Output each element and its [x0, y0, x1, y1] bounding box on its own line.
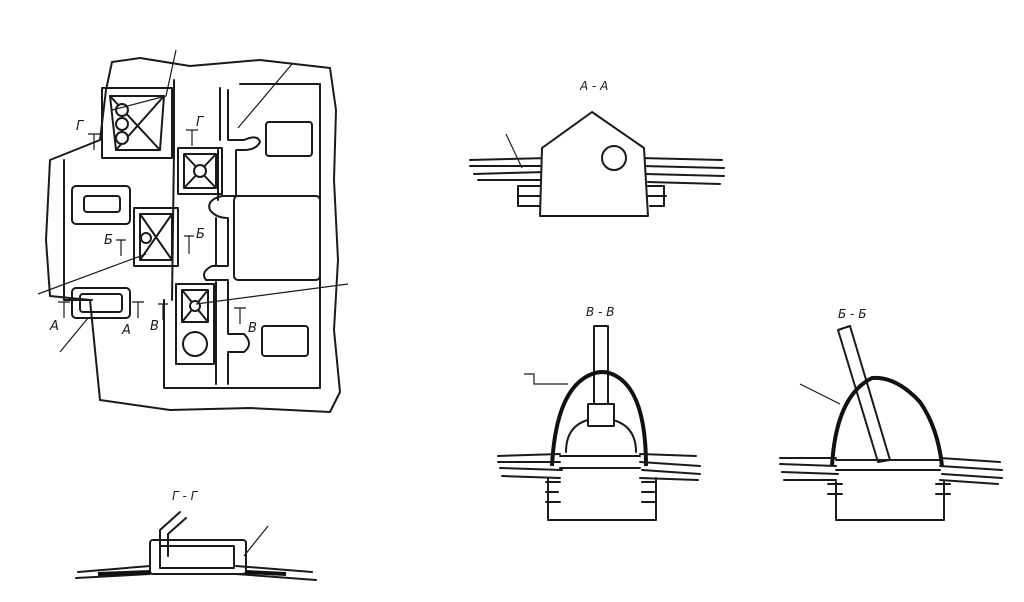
- bracket: [539, 111, 649, 217]
- section-marker: В: [150, 303, 168, 334]
- bolt-icon: [193, 164, 207, 178]
- section-marker: Б: [184, 227, 205, 254]
- left-slot-upper: [71, 185, 131, 225]
- plan-view: Г Г Б Б А А В В: [37, 49, 349, 413]
- central-channel: [203, 89, 261, 385]
- left-slot-lower: [71, 287, 131, 319]
- svg-text:В: В: [150, 319, 159, 334]
- plan-outline: [45, 57, 341, 413]
- section-marker: Б: [104, 233, 126, 256]
- ring-icon: [115, 117, 129, 131]
- handle: [159, 511, 187, 557]
- svg-text:А: А: [121, 323, 131, 338]
- cover-shell: [830, 375, 944, 467]
- leader-line: [59, 317, 89, 353]
- clamp-box: [149, 539, 247, 575]
- right-slot-lower: [261, 325, 309, 357]
- rod: [837, 325, 891, 463]
- hole-icon: [182, 331, 208, 357]
- svg-text:Б: Б: [104, 233, 113, 248]
- center-plate: [133, 207, 179, 267]
- section-vv: В - В: [497, 305, 701, 521]
- section-marker: А: [121, 301, 144, 338]
- section-aa: А - А: [469, 79, 725, 217]
- svg-text:Г: Г: [196, 115, 205, 130]
- section-title-aa: А - А: [579, 79, 608, 93]
- ring-icon: [115, 131, 129, 145]
- right-panel: [233, 195, 321, 281]
- leader-line: [799, 383, 841, 405]
- leader-line: [37, 253, 147, 295]
- bolt-icon: [189, 300, 201, 312]
- svg-text:В: В: [248, 321, 257, 336]
- section-marker: Г: [76, 119, 100, 150]
- top-left-plate: [101, 87, 173, 159]
- hole-icon: [601, 145, 627, 171]
- cover-arch: [550, 370, 648, 467]
- bolt-icon: [140, 232, 152, 244]
- section-title-gg: Г - Г: [172, 489, 199, 503]
- section-title-vv: В - В: [586, 305, 614, 319]
- leader-line: [237, 63, 293, 129]
- leader-line: [524, 373, 568, 385]
- bolt-plate-upper: [177, 147, 223, 195]
- bolt-plate-lower: [175, 283, 215, 365]
- svg-text:Б: Б: [196, 227, 205, 242]
- svg-text:А: А: [49, 319, 59, 334]
- rod: [593, 325, 609, 405]
- leader-line: [111, 49, 177, 111]
- section-marker: В: [234, 307, 257, 336]
- right-slot-upper: [265, 121, 313, 157]
- section-bb: Б - Б: [779, 307, 1003, 521]
- section-marker: Г: [186, 115, 205, 146]
- svg-text:Г: Г: [76, 119, 85, 134]
- leader-line: [243, 525, 269, 557]
- section-title-bb: Б - Б: [838, 307, 866, 321]
- leader-line: [195, 283, 349, 305]
- leader-line: [505, 133, 523, 169]
- section-gg: Г - Г: [75, 489, 317, 581]
- section-marker: А: [49, 301, 70, 334]
